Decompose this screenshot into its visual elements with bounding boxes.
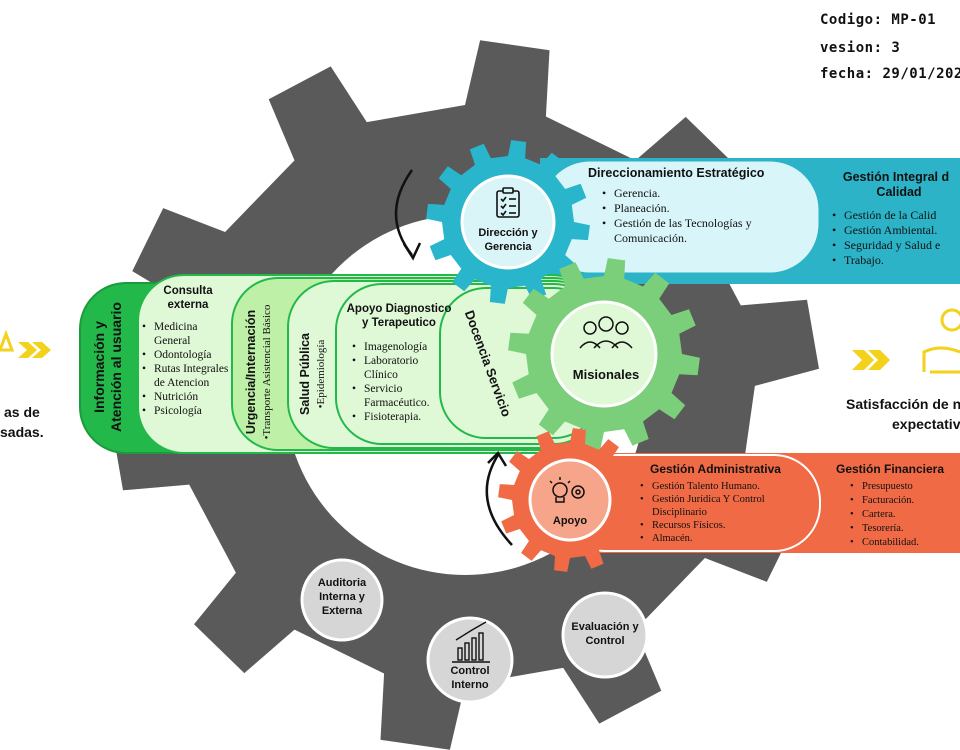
doc-code: Codigo: MP-01 (820, 12, 937, 28)
doc-date: fecha: 29/01/202 (820, 66, 960, 82)
financiera-item: Contabilidad. (850, 536, 960, 550)
financiera-item: Facturación. (850, 494, 960, 508)
urgencia-title: Urgencia/Internación (244, 309, 258, 435)
salud-publica-sub: •Epidemiología (315, 339, 327, 409)
administrativa-list: Gestión Talento Humano. Gestión Jurídica… (640, 480, 810, 545)
calidad-item-cont: Trabajo. (832, 253, 960, 268)
calidad-item: Gestión Ambiental. (832, 223, 960, 238)
curved-arrow-bottom (485, 454, 513, 546)
financiera-item: Cartera. (850, 508, 960, 522)
calidad-item: Gestión de la Calid (832, 208, 960, 223)
administrativa-item: Recursos Físicos. (640, 519, 810, 532)
people-icon (579, 316, 633, 349)
urgencia-sub: •Transporte Asistencial Básico (261, 304, 273, 440)
left-edge-text: as de sadas. (0, 402, 44, 442)
auditoria-circle (300, 558, 384, 642)
right-chevrons (852, 350, 890, 370)
administrativa-item: Gestión Talento Humano. (640, 480, 810, 493)
calidad-title-line1: Gestión Integral d (842, 170, 950, 184)
urgencia-label: Urgencia/Internación •Transporte Asisten… (243, 297, 275, 447)
apoyo-gear-label: Apoyo (552, 515, 588, 527)
consulta-item: Nutrición (142, 390, 234, 404)
control-interno-circle (426, 616, 514, 704)
calidad-list: Gestión de la Calid Gestión Ambiental. S… (832, 208, 960, 268)
apoyo-diag-title: Apoyo Diagnostico y Terapeutico (346, 303, 452, 329)
calidad-title: Gestión Integral d Calidad (832, 170, 960, 200)
left-edge-icon (0, 329, 15, 352)
consulta-list: Medicina General Odontología Rutas Integ… (142, 320, 234, 418)
financiera-list: Presupuesto Facturación. Cartera. Tesore… (836, 480, 960, 550)
info-atencion-label: Información y Atención al usuario (91, 277, 125, 457)
lightbulb-gear-icon (549, 477, 585, 503)
administrativa-item: Almacén. (640, 532, 810, 545)
doc-version: vesion: 3 (820, 40, 901, 56)
clipboard-icon (496, 187, 520, 218)
salud-publica-label: Salud Pública •Epidemiología (297, 319, 329, 429)
financiera-item: Tesorería. (850, 522, 960, 536)
direccionamiento-title: Direccionamiento Estratégico (588, 166, 765, 180)
direccionamiento-item: Gestión de las Tecnologías y Comunicació… (602, 216, 808, 246)
evaluacion-control-circle (561, 591, 649, 679)
consulta-item: Psicología (142, 404, 234, 418)
financiera-item: Presupuesto (850, 480, 960, 494)
financiera-panel: Gestión Financiera Presupuesto Facturaci… (836, 462, 960, 550)
salud-publica-title: Salud Pública (298, 333, 312, 415)
apoyo-diag-item: Fisioterapia. (352, 410, 454, 424)
right-edge-line2: expectativ (892, 416, 960, 432)
left-edge-line1: as de (4, 404, 40, 420)
calidad-item: Seguridad y Salud e (832, 238, 960, 253)
apoyo-gear (498, 428, 642, 572)
consulta-title: Consulta externa (163, 285, 213, 311)
left-chevrons (18, 342, 51, 358)
consulta-panel: Consulta externa Medicina General Odonto… (142, 284, 234, 418)
handshake-icon (922, 308, 960, 374)
calidad-title-line2: Calidad (876, 185, 922, 199)
auditoria-label: Auditoria Interna y Externa (317, 577, 367, 617)
apoyo-diag-item: Servicio Farmacéutico. (352, 382, 454, 410)
direccionamiento-item: Planeación. (602, 201, 808, 216)
control-interno-label: Control Interno (450, 665, 490, 691)
bar-chart-icon (452, 621, 490, 663)
consulta-item: Odontología (142, 348, 234, 362)
consulta-item: Rutas Integrales de Atencion (142, 362, 234, 390)
left-edge-line2: sadas. (0, 424, 44, 440)
direccion-gear (426, 140, 590, 304)
misionales-gear (508, 258, 700, 450)
info-atencion-line2: Atención al usuario (108, 302, 124, 432)
consulta-item: Medicina General (142, 320, 234, 348)
apoyo-diag-list: Imagenología Laboratorio Clínico Servici… (344, 340, 454, 424)
apoyo-diag-item: Imagenología (352, 340, 454, 354)
apoyo-diag-panel: Apoyo Diagnostico y Terapeutico Imagenol… (344, 302, 454, 424)
direccionamiento-item: Gerencia. (602, 186, 808, 201)
right-edge-line1: Satisfacción de n (846, 396, 960, 412)
direccionamiento-list: Gerencia. Planeación. Gestión de las Tec… (588, 186, 808, 246)
calidad-panel: Gestión Integral d Calidad Gestión de la… (832, 170, 960, 268)
misionales-gear-label: Misionales (572, 367, 640, 382)
direccionamiento-panel: Direccionamiento Estratégico Gerencia. P… (588, 166, 808, 246)
administrativa-item: Gestión Jurídica Y Control Disciplinario (640, 493, 810, 519)
apoyo-diag-item: Laboratorio Clínico (352, 354, 454, 382)
administrativa-title: Gestión Administrativa (650, 462, 781, 476)
info-atencion-line1: Información y (91, 321, 107, 413)
evaluacion-control-label: Evaluación y Control (571, 621, 639, 647)
administrativa-panel: Gestión Administrativa Gestión Talento H… (640, 462, 810, 545)
direccion-gear-label: Dirección y Gerencia (478, 227, 538, 253)
financiera-title: Gestión Financiera (836, 462, 945, 476)
right-edge-text: Satisfacción de n expectativ (846, 394, 960, 434)
